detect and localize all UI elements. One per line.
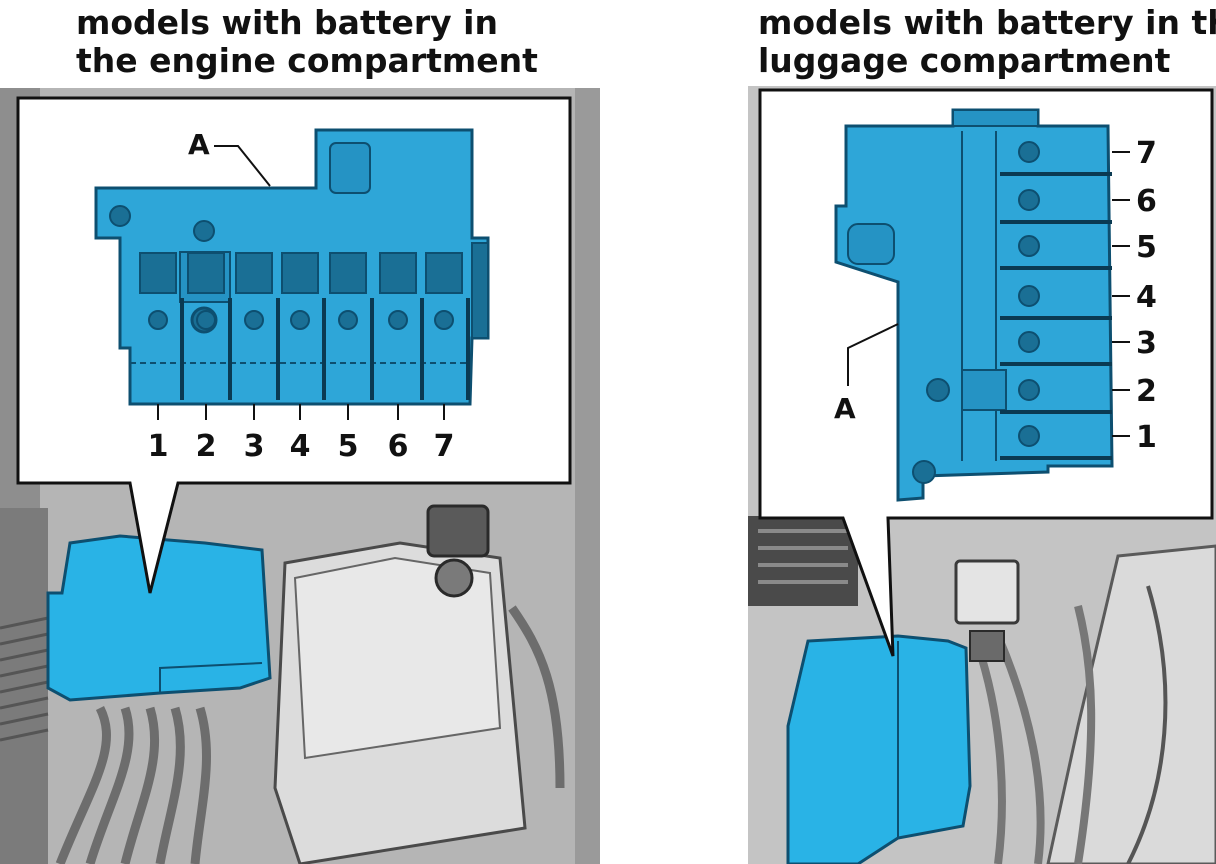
luggage-compartment-svg: A 7 6 5 4 3 2 1 xyxy=(748,86,1216,864)
fuse-slot-top-7 xyxy=(425,252,463,294)
fuse-number-right-6: 2 xyxy=(1136,374,1157,409)
fuse-slots-right xyxy=(1000,141,1130,460)
fuse-box-mount-right-1 xyxy=(926,378,950,402)
heading-luggage-line2: luggage compartment xyxy=(758,41,1171,80)
fuse-box-installed-edge xyxy=(159,662,263,693)
connector-plug xyxy=(969,630,1005,662)
engine-bay-shadow-right xyxy=(575,88,600,864)
heading-engine-line1: models with battery in xyxy=(76,3,498,42)
fuse-stud-right-1 xyxy=(1018,141,1040,163)
fuse-box-top-plate xyxy=(329,142,371,194)
fuse-stud-right-2 xyxy=(1018,189,1040,211)
fuse-number-right-7: 1 xyxy=(1136,420,1157,455)
fuse-box-detail xyxy=(94,128,490,420)
fuse-stud-right-7 xyxy=(1018,425,1040,447)
connector-block xyxy=(954,559,1020,625)
fuse-stud-2 xyxy=(196,310,216,330)
fuse-stud-1 xyxy=(148,310,168,330)
fuse-number-left-3: 3 xyxy=(244,429,265,464)
fuse-number-right-3: 5 xyxy=(1136,230,1157,265)
fuse-slots-left xyxy=(139,252,470,420)
fuse-box-mount-2 xyxy=(193,220,215,242)
luggage-compartment-illustration: A 7 6 5 4 3 2 1 xyxy=(748,86,1216,864)
battery-terminal xyxy=(426,504,490,558)
luggage-wiring xyxy=(974,605,1096,864)
fuse-stud-4 xyxy=(290,310,310,330)
fuse-box-side-tab xyxy=(471,242,489,339)
fuse-stud-6 xyxy=(388,310,408,330)
fuse-box-detail-right xyxy=(834,108,1130,502)
fuse-number-right-4: 4 xyxy=(1136,280,1157,315)
heading-luggage-line1: models with battery in the xyxy=(758,3,1216,42)
fuse-number-left-4: 4 xyxy=(290,429,311,464)
callout-label-left: A xyxy=(188,128,210,161)
fuse-stud-right-5 xyxy=(1018,331,1040,353)
heading-luggage-compartment: models with battery in the luggage compa… xyxy=(758,4,1216,80)
battery-top xyxy=(293,556,502,760)
fuse-number-right-5: 3 xyxy=(1136,326,1157,361)
fuse-box-plate-right xyxy=(847,223,895,265)
fuse-stud-7 xyxy=(434,310,454,330)
fuse-slot-top-3 xyxy=(235,252,273,294)
fuse-number-left-1: 1 xyxy=(148,429,169,464)
callout-leader-right xyxy=(847,323,899,386)
fuse-box-mount-right-2 xyxy=(912,460,936,484)
intake-hose-ribs xyxy=(0,616,49,742)
fuse-number-left-2: 2 xyxy=(196,429,217,464)
heading-engine-compartment: models with battery in the engine compar… xyxy=(76,4,538,80)
fuse-number-left-5: 5 xyxy=(338,429,359,464)
fuse-number-left-7: 7 xyxy=(434,429,455,464)
fuse-box-mount-1 xyxy=(109,205,131,227)
fuse-slot-top-5 xyxy=(329,252,367,294)
fuse-number-right-2: 6 xyxy=(1136,184,1157,219)
body-panel-edge xyxy=(1126,585,1168,864)
battery-terminal-post xyxy=(434,558,474,598)
heading-engine-line2: the engine compartment xyxy=(76,41,538,80)
fuse-stud-right-4 xyxy=(1018,285,1040,307)
fuse-stud-5 xyxy=(338,310,358,330)
fuse-box-relay-block-right xyxy=(961,369,1007,411)
grille-slots xyxy=(758,529,848,584)
fuse-number-left-6: 6 xyxy=(388,429,409,464)
fuse-stud-right-6 xyxy=(1018,379,1040,401)
callout-label-right: A xyxy=(834,392,856,425)
fuse-stud-right-3 xyxy=(1018,235,1040,257)
fuse-slot-top-1 xyxy=(139,252,177,294)
callout-leader-left xyxy=(214,145,271,187)
fuse-slot-top-4 xyxy=(281,252,319,294)
fuse-stud-3 xyxy=(244,310,264,330)
fuse-slot-top-2 xyxy=(187,252,225,294)
fuse-number-right-1: 7 xyxy=(1136,136,1157,171)
wiring-harness xyxy=(55,605,565,864)
fuse-number-labels-right: 7 6 5 4 3 2 1 xyxy=(1136,136,1157,455)
fuse-box-top-tab-right xyxy=(952,109,1039,127)
fuse-box-installed xyxy=(46,534,272,702)
fuse-box-installed-right xyxy=(786,634,972,864)
fuse-slot-top-6 xyxy=(379,252,417,294)
